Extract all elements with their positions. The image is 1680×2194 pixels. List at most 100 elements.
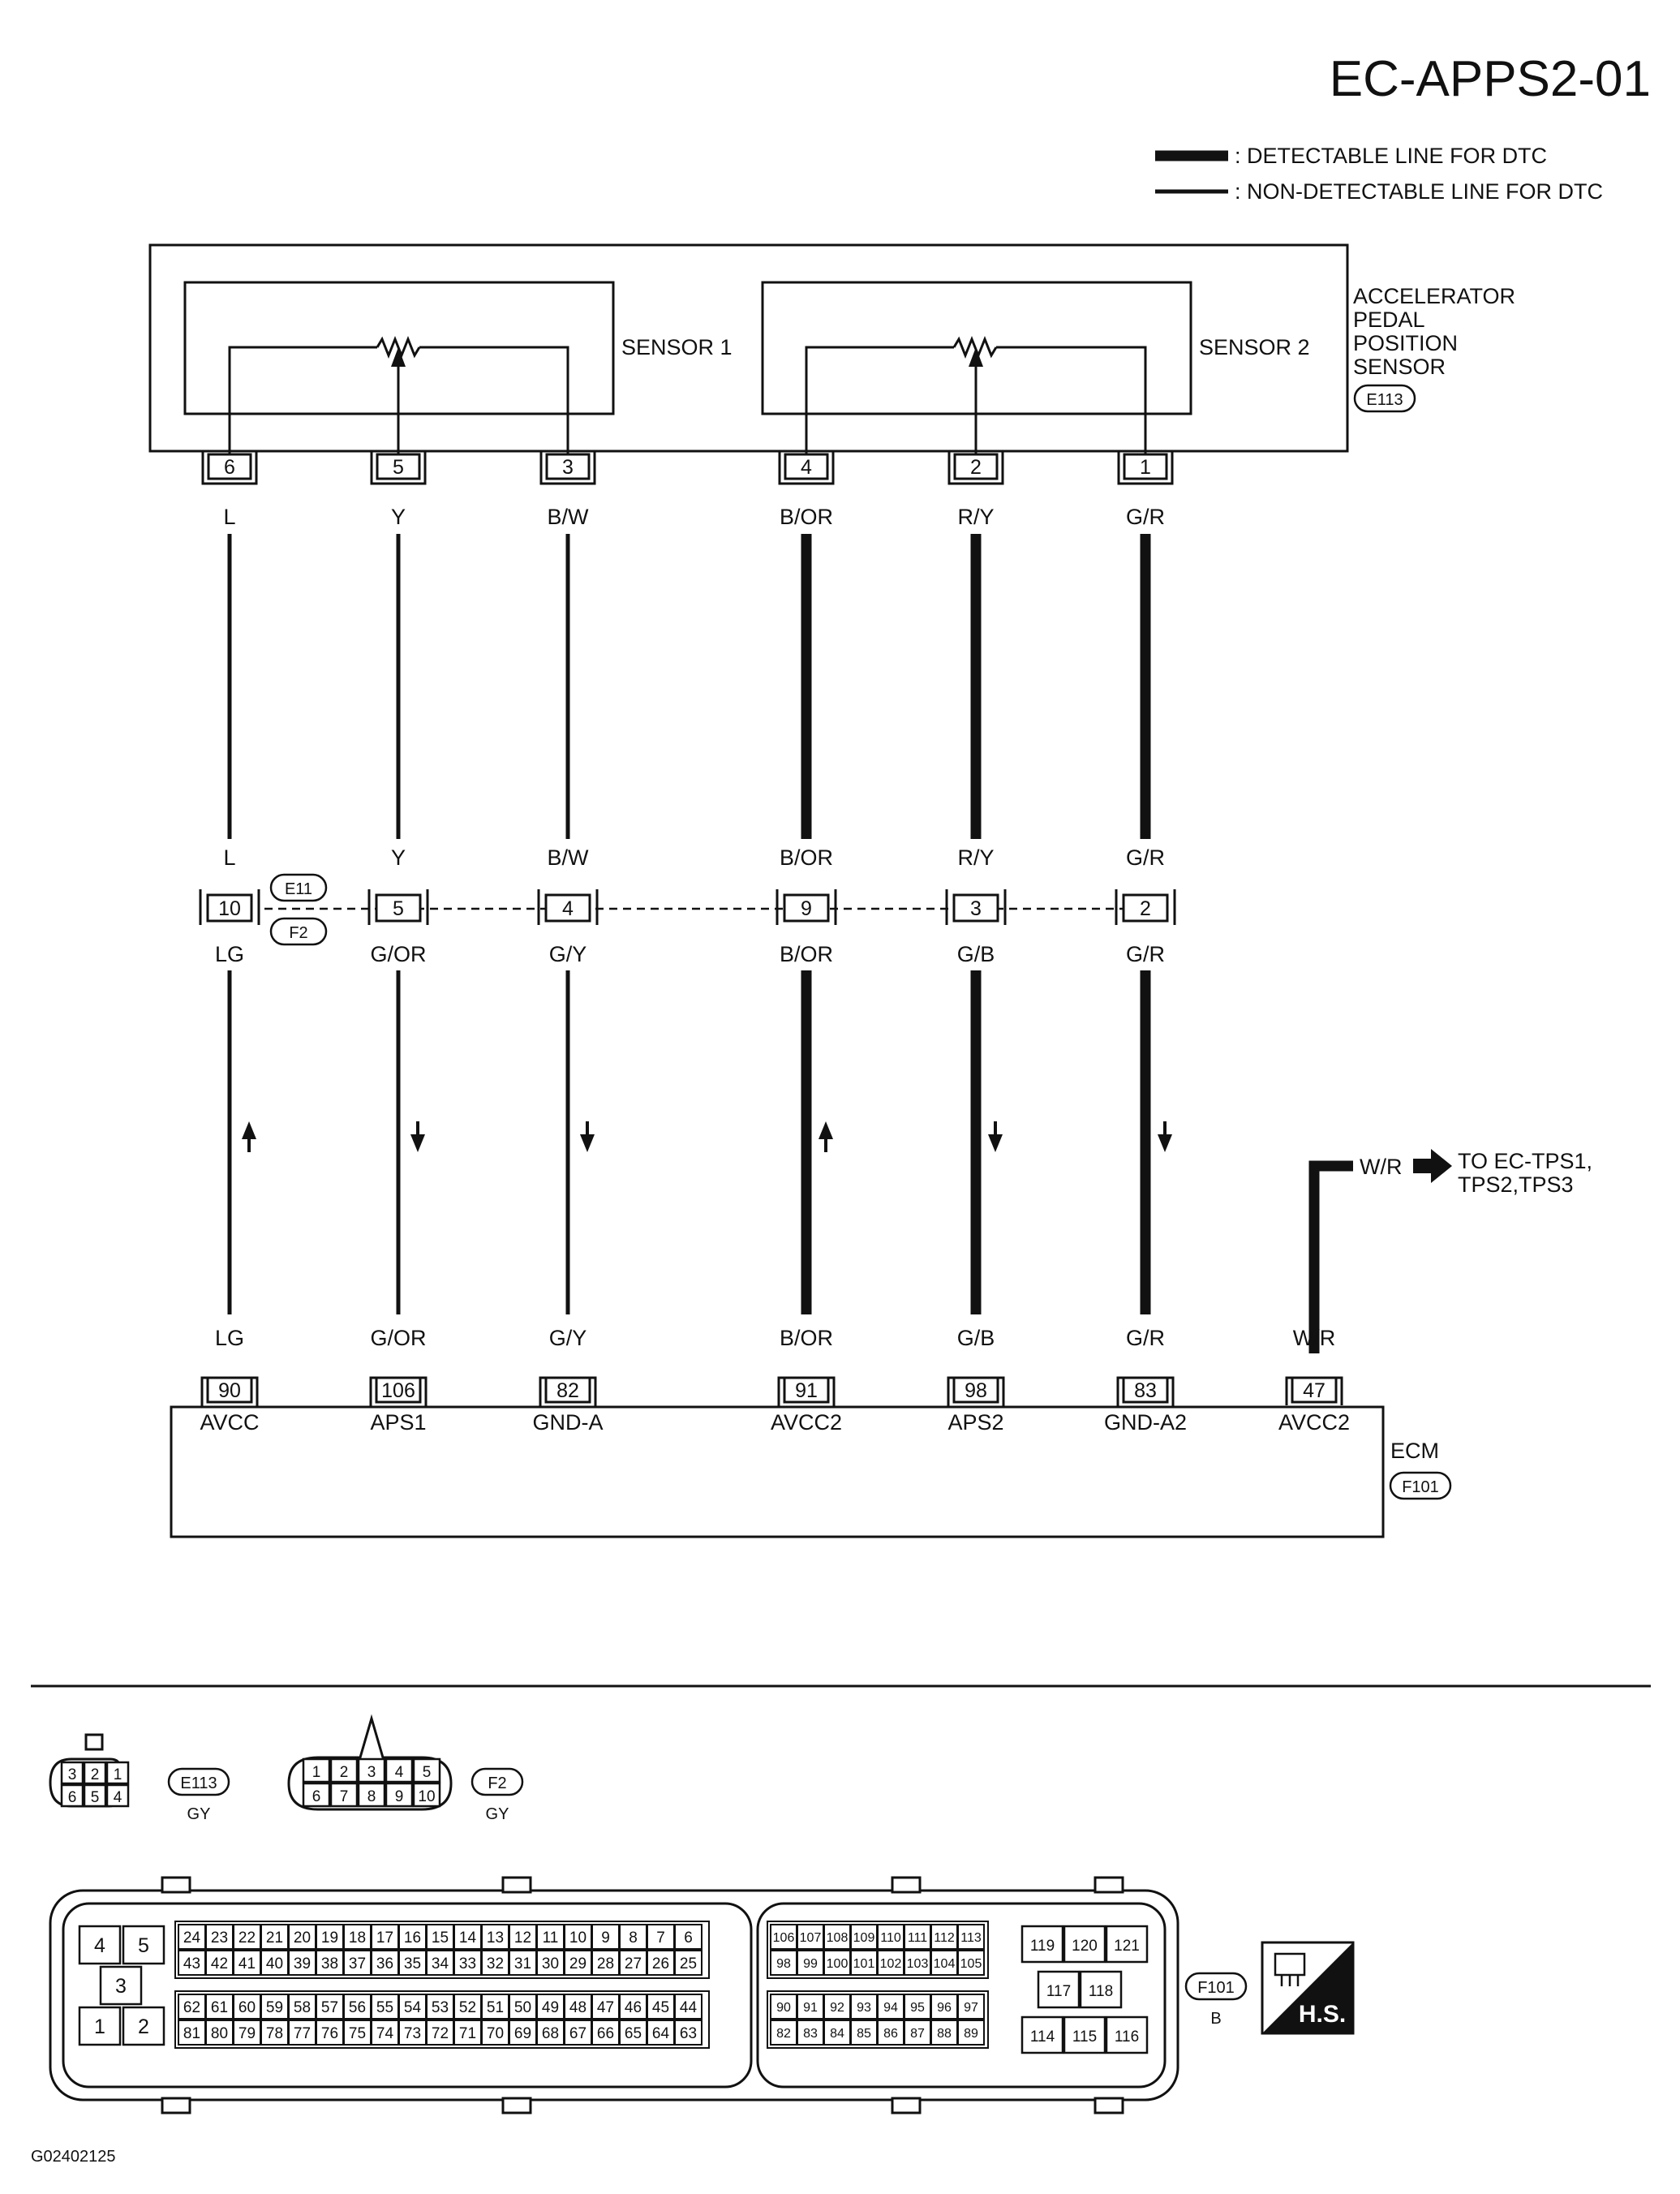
e113-cavity bbox=[83, 1783, 107, 1808]
f101-mid-lower-frame bbox=[767, 1990, 989, 2049]
branch-wire-line bbox=[1308, 1160, 1353, 1353]
f101-pin-number: 10 bbox=[569, 1929, 586, 1947]
f101-cavity bbox=[674, 1950, 703, 1976]
wire-color-top: R/Y bbox=[957, 505, 994, 529]
ecm-pin-47-number: 47 bbox=[1303, 1379, 1326, 1402]
f101-power-cavity bbox=[122, 1925, 165, 1965]
f101-pin-number: 109 bbox=[853, 1931, 875, 1945]
f2-color: GY bbox=[486, 1805, 509, 1823]
sensor-pin-6-number: 6 bbox=[224, 456, 235, 479]
f101-pin-number: 20 bbox=[294, 1929, 311, 1947]
f101-pin-number: 36 bbox=[376, 1955, 393, 1972]
wire-color-joint-top: Y bbox=[391, 845, 406, 870]
f101-pin-number: 45 bbox=[652, 1999, 669, 2016]
f101-pin-number: 46 bbox=[625, 1999, 642, 2016]
e113-pin-number: 2 bbox=[91, 1766, 100, 1783]
joint-pin-5-box bbox=[375, 893, 422, 923]
wire-color-ecm: G/Y bbox=[549, 1326, 587, 1350]
f101-pin-number: 58 bbox=[294, 1999, 311, 2016]
f101-pin-number: 65 bbox=[625, 2025, 642, 2042]
f101-large-pin-number: 115 bbox=[1072, 2028, 1097, 2046]
wire-color-joint-top: B/W bbox=[548, 845, 590, 870]
joint-pin-2-box bbox=[1122, 893, 1169, 923]
e113-tag bbox=[167, 1767, 230, 1796]
f2-pin-number: 10 bbox=[418, 1788, 435, 1805]
f101-pin-number: 16 bbox=[404, 1929, 421, 1947]
f101-pin-number: 101 bbox=[853, 1957, 875, 1971]
f101-cavity bbox=[930, 1994, 958, 2020]
f2-cavity bbox=[329, 1757, 359, 1783]
joint-pin-9-box bbox=[783, 893, 830, 923]
f101-pin-number: 37 bbox=[349, 1955, 366, 1972]
f101-cavity bbox=[316, 1924, 344, 1950]
joint-connector-id-bottom: F2 bbox=[289, 924, 307, 942]
f101-cavity bbox=[536, 2020, 565, 2046]
ecm-name: ECM bbox=[1390, 1439, 1439, 1463]
sensor-pin-4-box bbox=[784, 453, 829, 480]
f101-pin-number: 82 bbox=[776, 2027, 791, 2041]
f101-pin-number: 31 bbox=[514, 1955, 531, 1972]
f2-pin-number: 4 bbox=[395, 1764, 404, 1781]
sensor-pin-3-box bbox=[545, 453, 591, 480]
f101-cavity bbox=[178, 1994, 206, 2020]
f101-pin-number: 107 bbox=[800, 1931, 822, 1945]
f101-large-cavity bbox=[1037, 1970, 1081, 2009]
f101-pin-number: 108 bbox=[827, 1931, 849, 1945]
f101-pin-number: 95 bbox=[910, 2001, 925, 2015]
f101-color: B bbox=[1210, 2010, 1221, 2028]
f101-pin-number: 69 bbox=[514, 2025, 531, 2042]
f101-cavity bbox=[509, 2020, 537, 2046]
ecm-terminal-label: APS1 bbox=[370, 1410, 426, 1435]
f101-pin-number: 61 bbox=[211, 1999, 228, 2016]
badge-fill bbox=[1262, 1942, 1353, 2033]
sensor-name-line-4: SENSOR bbox=[1353, 355, 1446, 379]
f101-lock-tab-bottom bbox=[161, 2097, 191, 2114]
f101-pin-number: 112 bbox=[934, 1931, 955, 1945]
f101-large-pin-number: 119 bbox=[1030, 1938, 1055, 1955]
f101-cavity bbox=[288, 1994, 316, 2020]
f101-cavity bbox=[564, 1924, 592, 1950]
f101-main-upper-frame bbox=[174, 1921, 710, 1979]
joint-pin-10-box bbox=[206, 893, 253, 923]
f101-pin-number: 86 bbox=[883, 2027, 898, 2041]
f101-large-pin-number: 121 bbox=[1114, 1938, 1140, 1955]
f101-lock-tab-top bbox=[161, 1876, 191, 1894]
e113-pin-number: 6 bbox=[68, 1789, 77, 1806]
avcc2-branch-wire: W/R TO EC-TPS1, TPS2,TPS3 W/R 47 AVCC2 bbox=[1278, 1149, 1592, 1435]
f101-large-pin-number: 114 bbox=[1030, 2028, 1055, 2046]
f101-pin-number: 90 bbox=[776, 2001, 791, 2015]
wire-color-joint-top: R/Y bbox=[957, 845, 994, 870]
f2-cavity bbox=[412, 1757, 441, 1783]
wire-color-joint-bottom: G/B bbox=[957, 942, 995, 966]
f101-cavity bbox=[850, 1950, 878, 1976]
f101-cavity bbox=[957, 1924, 985, 1950]
f2-pin-number: 7 bbox=[340, 1788, 349, 1805]
f101-cavity bbox=[770, 1994, 797, 2020]
sensor-pin-2-terminal bbox=[947, 451, 1004, 485]
f101-large-cavity bbox=[1020, 1925, 1064, 1964]
f101-pin-number: 52 bbox=[459, 1999, 476, 2016]
f101-cavity bbox=[564, 1994, 592, 2020]
f2-cavity bbox=[357, 1782, 386, 1808]
joint-pin-3-brackets bbox=[945, 889, 1007, 925]
sensor-pin-3-number: 3 bbox=[562, 456, 574, 479]
sensor-connector-id: E113 bbox=[1366, 391, 1403, 409]
f101-cavity bbox=[674, 1994, 703, 2020]
f101-cavity bbox=[371, 1924, 399, 1950]
joint-pin-group: 3 bbox=[945, 889, 1007, 925]
f101-pin-number: 62 bbox=[183, 1999, 200, 2016]
f101-pin-number: 113 bbox=[960, 1931, 982, 1945]
sensor-connector-tag bbox=[1353, 384, 1416, 413]
f101-right-shell bbox=[756, 1902, 1167, 2089]
sensor-2-potentiometer bbox=[805, 335, 1147, 458]
f101-cavity bbox=[481, 1994, 509, 2020]
f101-pin-number: 63 bbox=[680, 2025, 697, 2042]
f101-cavity bbox=[509, 1924, 537, 1950]
ecm-pin-106-number: 106 bbox=[381, 1379, 415, 1402]
f101-pin-number: 7 bbox=[656, 1929, 665, 1947]
sensor-pin-6-box bbox=[207, 453, 252, 480]
f101-pin-number: 23 bbox=[211, 1929, 228, 1947]
f101-pin-number: 77 bbox=[294, 2025, 311, 2042]
e113-pin-number: 3 bbox=[68, 1766, 77, 1783]
